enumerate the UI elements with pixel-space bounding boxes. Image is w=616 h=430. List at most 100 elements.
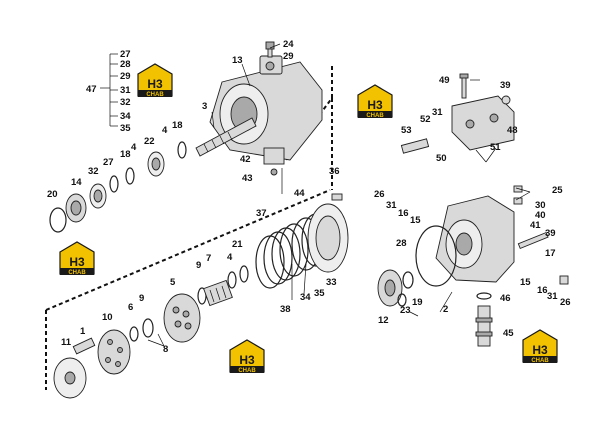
part-13-housing <box>209 55 323 161</box>
label-17: 17 <box>545 248 556 259</box>
part-4-washer <box>177 141 187 159</box>
label-12: 12 <box>378 315 389 326</box>
part-9-ring-lower <box>142 318 154 338</box>
label-52: 52 <box>420 114 431 125</box>
part-39-plug <box>501 95 511 105</box>
leader-lines <box>100 43 531 347</box>
label-43: 43 <box>242 173 253 184</box>
label-46: 46 <box>500 293 511 304</box>
part-32-bearing <box>89 183 107 209</box>
part-45-valve-spool <box>475 305 493 347</box>
part-1-pin <box>72 337 96 355</box>
label-4-upper: 4 <box>162 125 168 136</box>
label-28: 28 <box>396 238 407 249</box>
label-41: 41 <box>530 220 541 231</box>
label-3: 3 <box>202 101 207 112</box>
label-33: 33 <box>326 277 337 288</box>
label-35: 35 <box>314 288 325 299</box>
part-6-washer <box>129 326 139 342</box>
label-18: 18 <box>120 149 131 160</box>
part-number-labels: 27 28 29 31 32 34 35 47 13 24 29 3 18 4 … <box>47 39 571 355</box>
part-25-plugs <box>513 185 523 205</box>
label-13: 13 <box>232 55 243 66</box>
label-31-valve: 31 <box>432 107 443 118</box>
label-9-upper: 9 <box>196 260 201 271</box>
part-36-bolt <box>331 193 343 201</box>
label-35-top: 35 <box>120 123 131 134</box>
label-26-right: 26 <box>560 297 571 308</box>
label-6: 6 <box>128 302 133 313</box>
watermark-logo-3: H3 CHAB <box>59 241 95 276</box>
label-4-mid: 4 <box>227 252 233 263</box>
part-11-disc <box>53 357 87 399</box>
label-34-top: 34 <box>120 111 131 122</box>
label-31-top: 31 <box>120 85 131 96</box>
label-5: 5 <box>170 277 176 288</box>
label-39-top: 39 <box>500 80 511 91</box>
part-5-cylinder-block <box>163 293 201 343</box>
label-51: 51 <box>490 142 501 153</box>
label-26-left: 26 <box>374 189 385 200</box>
svg-text:H3: H3 <box>69 255 85 269</box>
part-49-bolt <box>459 73 469 99</box>
part-27-seal <box>109 175 119 193</box>
part-18-ring <box>125 167 135 185</box>
label-19: 19 <box>412 297 423 308</box>
label-16-right: 16 <box>537 285 548 296</box>
svg-text:CHAB: CHAB <box>238 368 256 374</box>
label-27: 27 <box>103 157 114 168</box>
label-30: 30 <box>535 200 546 211</box>
label-15-right: 15 <box>520 277 531 288</box>
label-31-right: 31 <box>547 291 558 302</box>
label-31-left: 31 <box>386 200 397 211</box>
label-32: 32 <box>88 166 99 177</box>
label-10: 10 <box>102 312 113 323</box>
svg-text:H3: H3 <box>532 343 548 357</box>
label-14: 14 <box>71 177 82 188</box>
watermark-logo-5: H3 CHAB <box>522 329 558 364</box>
label-18-upper: 18 <box>172 120 183 131</box>
part-42-block <box>263 147 285 194</box>
label-24: 24 <box>283 39 294 50</box>
part-33-piston <box>307 203 349 273</box>
label-36: 36 <box>329 166 340 177</box>
part-20-snap-ring <box>49 207 67 233</box>
label-48: 48 <box>507 125 518 136</box>
label-21: 21 <box>232 239 243 250</box>
svg-text:H3: H3 <box>367 98 383 112</box>
part-28-gasket <box>415 225 457 287</box>
label-32-top: 32 <box>120 97 131 108</box>
part-7-spring <box>203 279 233 307</box>
label-37: 37 <box>256 208 267 219</box>
part-12-plate <box>377 269 403 307</box>
label-44: 44 <box>294 188 305 199</box>
part-2-housing <box>435 195 515 283</box>
svg-text:CHAB: CHAB <box>146 92 164 98</box>
label-22: 22 <box>144 136 155 147</box>
part-4-ring <box>227 271 237 289</box>
frame-lower-diagonal <box>45 189 331 311</box>
label-23: 23 <box>400 305 411 316</box>
label-38: 38 <box>280 304 291 315</box>
part-19-ring <box>402 271 414 289</box>
part-24-plug <box>265 41 275 58</box>
watermark-logo-1: H3 CHAB <box>137 63 173 98</box>
watermark-logo-4: H3 CHAB <box>229 339 265 374</box>
part-37-38-plates <box>255 223 309 289</box>
label-16-left: 16 <box>398 208 409 219</box>
part-46-ring <box>476 292 492 300</box>
part-10-plate <box>97 329 131 375</box>
label-9: 9 <box>139 293 144 304</box>
label-28-top: 28 <box>120 59 131 70</box>
label-39: 39 <box>545 228 556 239</box>
label-40: 40 <box>535 210 546 221</box>
label-8: 8 <box>163 344 168 355</box>
part-14-plate <box>65 193 87 223</box>
svg-text:CHAB: CHAB <box>366 113 384 119</box>
part-23-ring <box>397 293 407 307</box>
part-48-valve-block <box>451 95 515 151</box>
label-45: 45 <box>503 328 514 339</box>
label-34: 34 <box>300 292 311 303</box>
